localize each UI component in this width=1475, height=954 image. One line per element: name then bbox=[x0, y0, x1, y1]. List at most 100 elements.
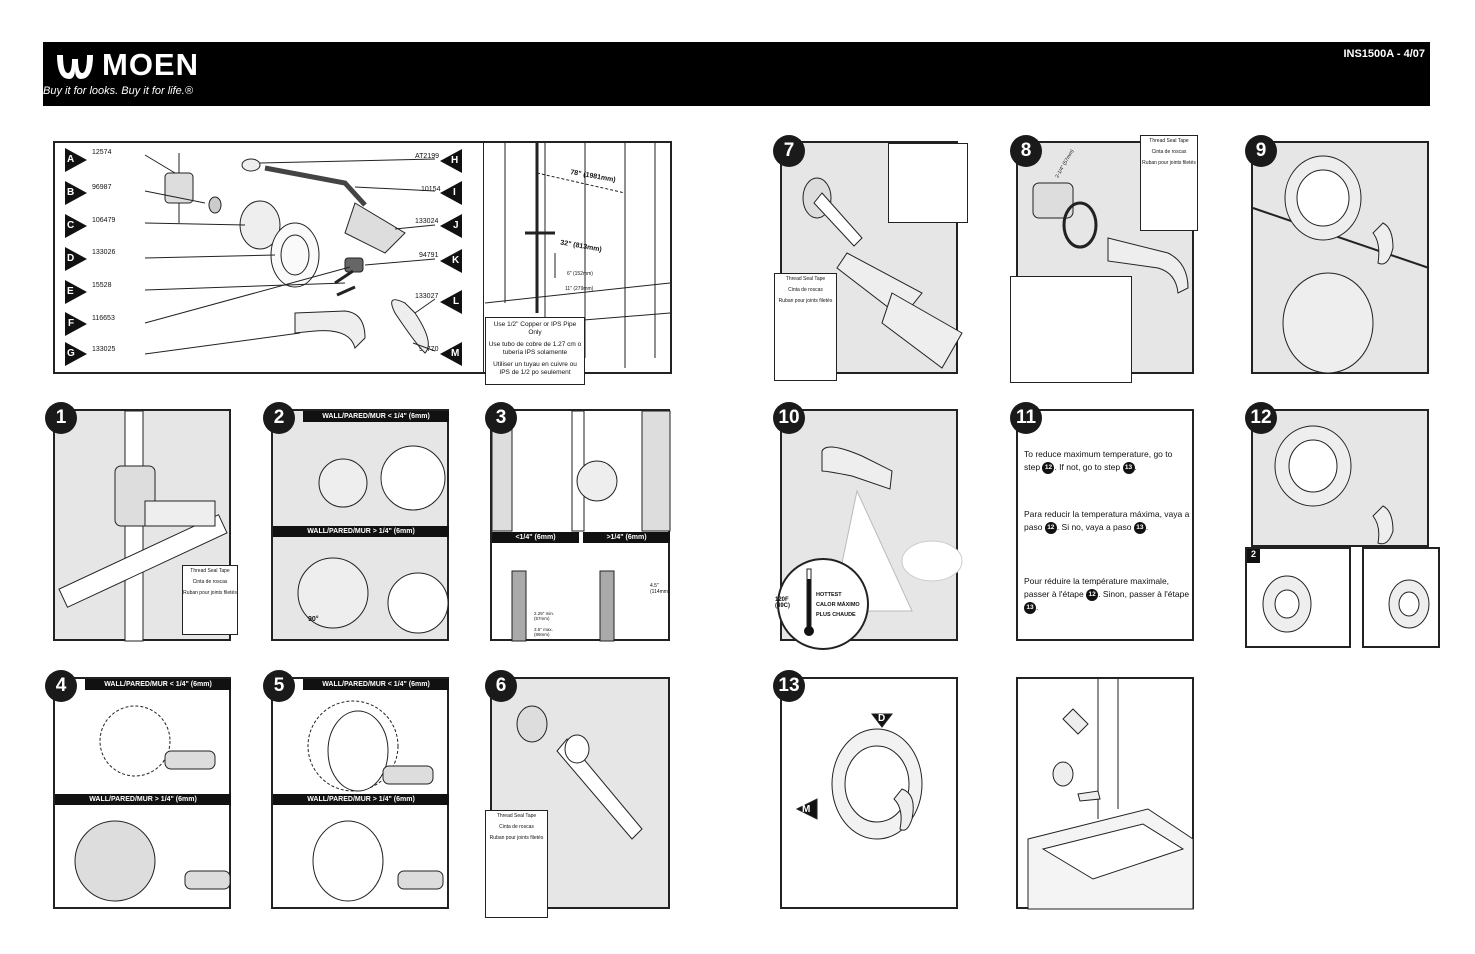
part-code: AT2199 bbox=[415, 153, 439, 160]
part-letter: F bbox=[68, 318, 75, 329]
tape-label-fr: Ruban pour joints filetés bbox=[489, 835, 544, 841]
document-number: INS1500A - 4/07 bbox=[1343, 48, 1425, 60]
step-7-thread-tape: Thread Seal Tape Cinta de roscas Ruban p… bbox=[774, 273, 837, 381]
step-12-panel bbox=[1251, 409, 1429, 547]
part-marker-l bbox=[440, 290, 462, 314]
part-letter: C bbox=[67, 220, 75, 231]
part-code: 94791 bbox=[419, 252, 439, 259]
step-11-es-part1: Para reducir la temperatura máxima, vaya… bbox=[1024, 509, 1190, 532]
step-3-wall-less: <1/4" (6mm) bbox=[492, 532, 579, 543]
step-1-thread-tape: Thread Seal Tape Cinta de roscas Ruban p… bbox=[182, 565, 238, 635]
step-ref-13: 13 bbox=[1122, 461, 1135, 474]
part-letter: G bbox=[67, 348, 75, 359]
part-code: 116653 bbox=[92, 315, 115, 322]
part-marker-m bbox=[440, 342, 462, 366]
part-marker-b bbox=[65, 181, 87, 205]
step-12-inset-right bbox=[1362, 547, 1440, 648]
step-11-en-part2: . If not, go to step bbox=[1054, 462, 1121, 472]
step-11-fr-part2: . Sinon, passer à l'étape bbox=[1098, 589, 1190, 599]
step-11-period: . bbox=[1036, 602, 1039, 612]
step-13-letter-m: M bbox=[802, 804, 811, 815]
step-11-fr-part1: Pour réduire la température maximale, pa… bbox=[1024, 576, 1170, 599]
step-3-dim-max: 3.5" max. (89mm) bbox=[534, 627, 553, 637]
step-13-number: 13 bbox=[773, 670, 805, 702]
step-11-number: 11 bbox=[1010, 402, 1042, 434]
tape-label-es: Cinta de roscas bbox=[1151, 149, 1187, 155]
step-12-inset-left: 2 bbox=[1245, 547, 1351, 648]
part-code: 10154 bbox=[421, 186, 441, 193]
part-letter: J bbox=[453, 220, 459, 231]
step-6-drawing bbox=[516, 705, 643, 840]
calor-label: CALOR MÁXIMO bbox=[816, 602, 860, 608]
parts-panel: A 12574 B 96987 C 106479 D 133026 E 1552… bbox=[53, 141, 672, 385]
step-4-wall-less: WALL/PARED/MUR < 1/4" (6mm) bbox=[85, 679, 231, 690]
part-marker-e bbox=[65, 280, 87, 304]
step-11-text-en: To reduce maximum temperature, go to ste… bbox=[1024, 448, 1190, 474]
step-2-number: 2 bbox=[263, 402, 295, 434]
temperature-label: 120F (49C) bbox=[775, 597, 791, 609]
step-5-wall-less: WALL/PARED/MUR < 1/4" (6mm) bbox=[303, 679, 449, 690]
step-2-drawing bbox=[297, 445, 449, 634]
step-9-number: 9 bbox=[1245, 135, 1277, 167]
step-2-wall-more: WALL/PARED/MUR > 1/4" (6mm) bbox=[273, 526, 449, 537]
step-11-en-part1: To reduce maximum temperature, go to ste… bbox=[1024, 449, 1173, 472]
step-5-drawing bbox=[307, 700, 444, 902]
step-11-text-es: Para reducir la temperatura máxima, vaya… bbox=[1024, 508, 1190, 534]
part-letter: M bbox=[451, 348, 460, 359]
thermometer-badge bbox=[777, 558, 869, 650]
step-7-inset bbox=[888, 143, 968, 223]
step-7-drawing bbox=[802, 177, 963, 369]
brand-name: MOEN bbox=[102, 47, 199, 82]
part-letter: A bbox=[67, 154, 75, 165]
part-marker-h bbox=[440, 149, 462, 173]
step-8-number: 8 bbox=[1010, 135, 1042, 167]
pipe-note-fr: Utiliser un tuyau en cuivre ou IPS de 1/… bbox=[493, 361, 577, 376]
part-letter: D bbox=[67, 253, 75, 264]
part-letter: I bbox=[453, 187, 456, 198]
step-1-panel: Thread Seal Tape Cinta de roscas Ruban p… bbox=[53, 409, 238, 642]
part-code: 94770 bbox=[419, 346, 439, 353]
step-4-wall-more: WALL/PARED/MUR > 1/4" (6mm) bbox=[55, 794, 231, 805]
step-11-period: . bbox=[1134, 462, 1137, 472]
part-marker-j bbox=[440, 214, 462, 238]
tape-label-fr: Ruban pour joints filetés bbox=[778, 298, 833, 304]
step-2-angle: 90° bbox=[308, 616, 319, 623]
tape-label-es: Cinta de roscas bbox=[499, 824, 534, 830]
step-8-thread-tape: Thread Seal Tape Cinta de roscas Ruban p… bbox=[1140, 135, 1198, 231]
step-3-panel: <1/4" (6mm) >1/4" (6mm) 2.25" min. (57mm… bbox=[490, 409, 671, 642]
step-ref-13: 13 bbox=[1133, 521, 1146, 534]
part-code: 133025 bbox=[92, 346, 116, 353]
step-10-panel: 120F (49C) HOTTEST CALOR MÁXIMO PLUS CHA… bbox=[775, 409, 963, 650]
brand-tagline: Buy it for looks. Buy it for life.® bbox=[43, 85, 193, 97]
step-3-number: 3 bbox=[485, 402, 517, 434]
step-10-number: 10 bbox=[773, 402, 805, 434]
tape-label-es: Cinta de roscas bbox=[788, 287, 823, 293]
part-marker-d bbox=[65, 247, 87, 271]
step-3-drawing bbox=[491, 410, 671, 642]
step-13-panel: D M bbox=[780, 677, 958, 909]
step-5-number: 5 bbox=[263, 670, 295, 702]
rough-in-drawing bbox=[484, 143, 671, 368]
step-2-wall-less: WALL/PARED/MUR < 1/4" (6mm) bbox=[303, 411, 449, 422]
part-code: 133027 bbox=[415, 293, 439, 300]
step-12-inset-right-drawing bbox=[1388, 579, 1430, 629]
step-9-drawing bbox=[1252, 155, 1430, 374]
part-code: 106479 bbox=[92, 217, 116, 224]
step-8-panel: Thread Seal Tape Cinta de roscas Ruban p… bbox=[1010, 135, 1198, 383]
step-7-panel: Thread Seal Tape Cinta de roscas Ruban p… bbox=[774, 141, 968, 381]
step-6-number: 6 bbox=[485, 670, 517, 702]
step-11-period: . bbox=[1145, 522, 1149, 532]
step-8-inset bbox=[1010, 276, 1132, 383]
moen-logo-icon bbox=[57, 55, 93, 79]
step-11-panel: To reduce maximum temperature, go to ste… bbox=[1016, 409, 1194, 641]
step-2-panel: WALL/PARED/MUR < 1/4" (6mm) WALL/PARED/M… bbox=[271, 409, 449, 641]
part-marker-c bbox=[65, 214, 87, 238]
hottest-label: HOTTEST bbox=[816, 592, 842, 598]
part-letter: L bbox=[453, 296, 460, 307]
part-letter: K bbox=[452, 255, 460, 266]
step-4-panel: WALL/PARED/MUR < 1/4" (6mm) WALL/PARED/M… bbox=[53, 677, 231, 909]
tape-label-es: Cinta de roscas bbox=[192, 579, 228, 585]
step-5-wall-more: WALL/PARED/MUR > 1/4" (6mm) bbox=[273, 794, 449, 805]
step-4-number: 4 bbox=[45, 670, 77, 702]
step-11-es-part2: . Si no, vaya a paso bbox=[1056, 522, 1132, 532]
